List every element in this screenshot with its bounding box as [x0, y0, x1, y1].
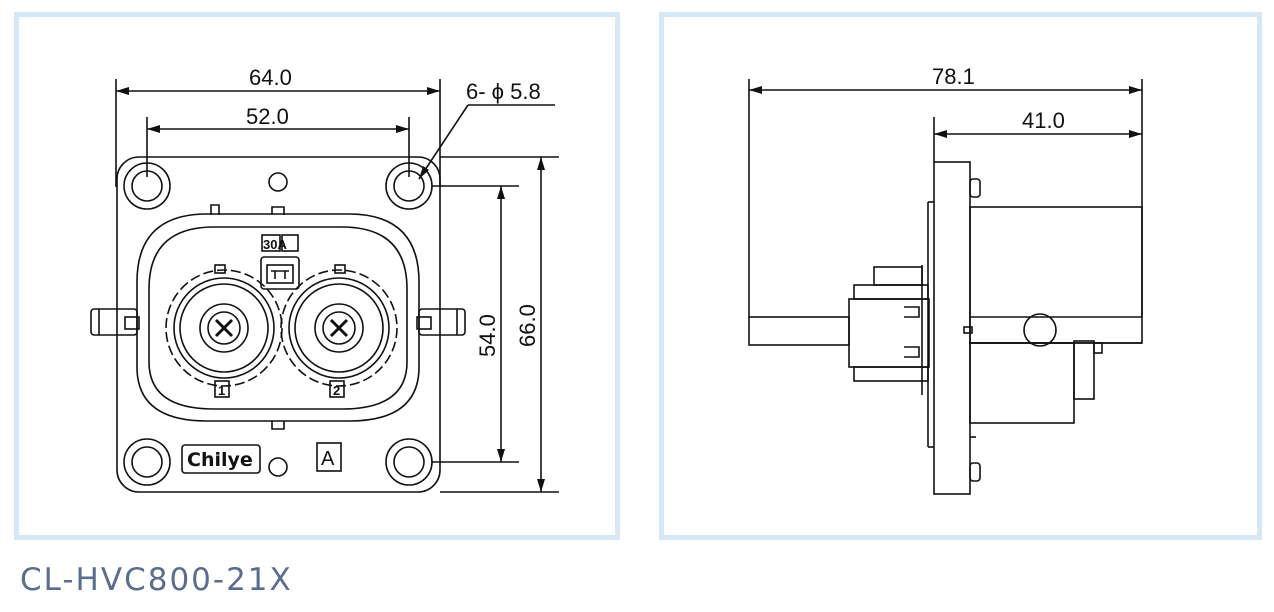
marking-current: 30A — [263, 237, 287, 252]
mounting-holes — [123, 162, 433, 486]
front-view-panel: 64.0 52.0 6- ϕ 5.8 — [14, 12, 620, 540]
dim-length-rear: 41.0 — [933, 108, 1142, 162]
mounting-studs — [969, 178, 981, 482]
model-label: CL-HVC800-21X — [20, 562, 293, 598]
front-view-drawing: 64.0 52.0 6- ϕ 5.8 — [90, 65, 559, 493]
brand-marking: Chilye — [181, 444, 261, 474]
marking-pin2: 2 — [333, 383, 340, 398]
front-plug — [748, 265, 930, 395]
marking-pin1: 1 — [218, 383, 225, 398]
dim-holes-label: 6- ϕ 5.8 — [466, 79, 541, 104]
dim-hole-spacing-v: 54.0 — [432, 185, 519, 463]
rear-housing — [969, 206, 1143, 424]
connector-body — [136, 204, 420, 430]
flange-outline — [116, 156, 441, 493]
side-view-panel: 78.1 41.0 — [659, 12, 1262, 540]
side-view-drawing: 78.1 41.0 — [748, 64, 1143, 495]
dim-hole-spacing-v-label: 54.0 — [475, 314, 500, 357]
dim-length-rear-label: 41.0 — [1022, 108, 1065, 133]
dim-width-overall-label: 64.0 — [249, 65, 292, 90]
marking-brand: Chilye — [187, 449, 253, 471]
dim-height-overall: 66.0 — [440, 156, 559, 493]
dim-hole-spacing-h: 52.0 — [146, 104, 410, 177]
marking-key: A — [321, 448, 335, 470]
axis-and-latch — [963, 313, 1142, 347]
terminal-2 — [280, 264, 398, 387]
dim-width-overall: 64.0 — [115, 65, 441, 187]
interlock-pin-box: 30A — [260, 234, 300, 290]
terminal-1 — [165, 264, 283, 387]
side-latches — [90, 308, 466, 336]
dim-hole-spacing-h-label: 52.0 — [246, 104, 289, 129]
pin-number-markings: 1 2 — [214, 380, 345, 398]
key-marking: A — [316, 442, 342, 472]
dim-length-overall-label: 78.1 — [932, 64, 975, 89]
dim-length-overall: 78.1 — [748, 64, 1143, 317]
dim-height-overall-label: 66.0 — [515, 304, 540, 347]
dim-holes-callout: 6- ϕ 5.8 — [418, 79, 555, 180]
